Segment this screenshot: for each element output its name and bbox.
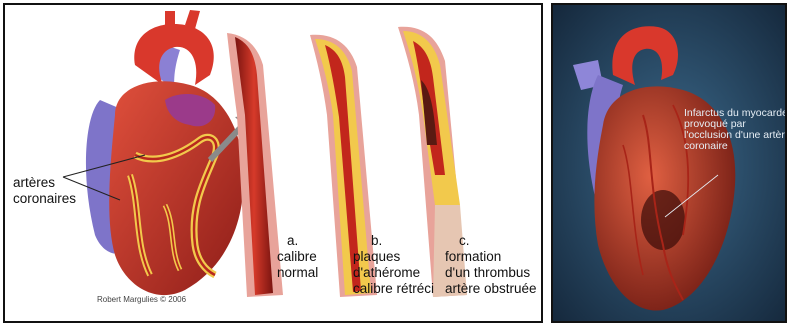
illustration-credit: Robert Margulies © 2006 [97,295,186,304]
right-panel: Infarctus du myocarde provoqué par l'occ… [551,3,787,323]
left-panel: artères coronaires Robert Margulies © 20… [3,3,543,323]
stage-c-caption: c. formation d'un thrombus artère obstru… [445,233,537,297]
stage-b-letter: b. [353,233,434,249]
stage-a-caption: a. calibre normal [277,233,318,281]
coronary-artery-label: artères coronaires [13,175,76,207]
infarction-caption: Infarctus du myocarde provoqué par l'occ… [684,108,787,152]
stage-c-letter: c. [445,233,537,249]
myocardial-infarction-illustration [553,5,787,323]
stage-b-caption: b. plaques d'athérome calibre rétréci [353,233,434,297]
stage-a-letter: a. [277,233,318,249]
heart-illustration [86,10,251,295]
